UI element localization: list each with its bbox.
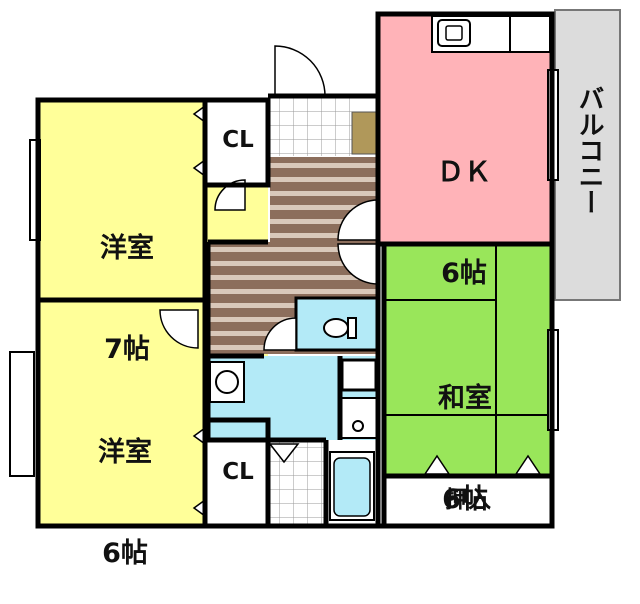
japanese-room-name: 和室: [438, 382, 492, 414]
japanese-room: [384, 244, 552, 474]
western-room-7-label: 洋室 7帖: [90, 164, 164, 400]
western-room-7-name: 洋室: [100, 232, 154, 264]
floor-plan: [9, 9, 621, 529]
balcony-area: [554, 9, 621, 301]
washbasin-icon: [339, 397, 379, 439]
shoe-box: [351, 111, 380, 155]
oshiire-label: 押入: [445, 487, 491, 513]
tatami-lines: [384, 244, 552, 474]
western-room-6-label: 洋室 6帖: [88, 368, 162, 604]
storage-shelf: [340, 358, 378, 392]
sink-icon: [431, 15, 551, 53]
western-room-7-size: 7帖: [104, 333, 150, 365]
dk-name: ＤＫ: [437, 156, 491, 188]
entrance-tiles: [270, 98, 352, 156]
japanese-room-size: 6帖: [442, 483, 488, 515]
western-room-6-name: 洋室: [98, 436, 152, 468]
door-swing-icon: [159, 45, 379, 464]
washer-icon: [209, 361, 245, 403]
dk-label: ＤＫ 6帖: [424, 88, 504, 324]
toilet-icon: [323, 317, 357, 339]
balcony-label: バルコニー: [574, 85, 604, 215]
closet-top-label: CL: [222, 127, 254, 153]
closet-bottom-label: CL: [222, 459, 254, 485]
closet-top: [205, 100, 268, 185]
japanese-room-label: 和室 6帖: [428, 314, 502, 550]
western-room-6-size: 6帖: [102, 537, 148, 569]
bathtub-icon: [329, 451, 375, 521]
walls: [35, 11, 555, 529]
dk-size: 6帖: [441, 257, 487, 289]
oshiire: [384, 476, 552, 525]
